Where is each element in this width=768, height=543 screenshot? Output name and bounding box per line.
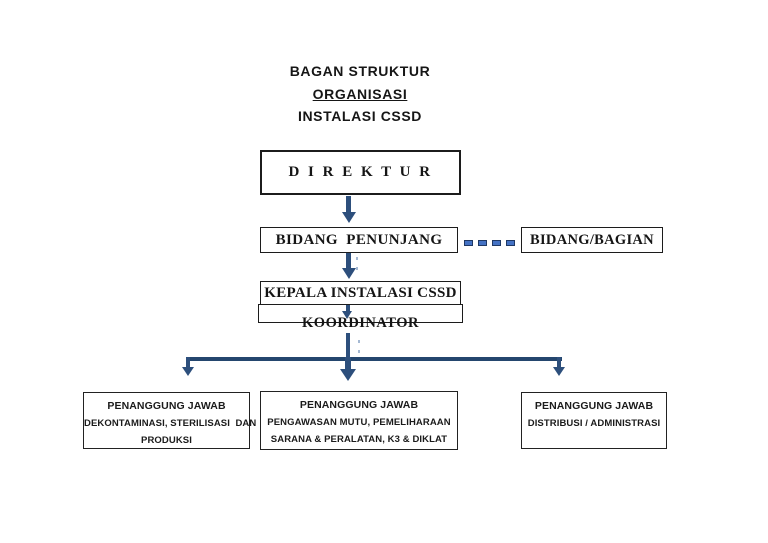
pj2-title: PENANGGUNG JAWAB <box>299 399 419 411</box>
node-pj-pengawasan-mutu: PENANGGUNG JAWAB PENGAWASAN MUTU, PEMELI… <box>260 391 458 450</box>
branch-line <box>186 357 562 361</box>
dashed-connector-segment <box>492 240 501 246</box>
arrow-down-icon <box>346 253 351 270</box>
arrow-down-icon <box>557 357 561 369</box>
title-line-1: BAGAN STRUKTUR <box>289 63 431 79</box>
node-koordinator-label: KOORDINATOR <box>302 315 419 331</box>
arrow-down-icon <box>340 369 356 381</box>
dashed-connector-segment <box>464 240 473 246</box>
node-direktur-label: D I R E K T U R <box>288 164 433 180</box>
title-line-2: ORGANISASI <box>312 85 408 102</box>
arrow-down-icon <box>346 196 351 214</box>
title-line-3: INSTALASI CSSD <box>297 108 423 124</box>
node-bidang-bagian: BIDANG/BAGIAN <box>521 227 663 253</box>
pj2-line3: SARANA & PERALATAN, K3 & DIKLAT <box>270 434 448 445</box>
dotted-mark <box>356 267 358 270</box>
node-pj-distribusi: PENANGGUNG JAWAB DISTRIBUSI / ADMINISTRA… <box>521 392 667 449</box>
pj1-line2: DEKONTAMINASI, STERILISASI DAN <box>84 418 257 429</box>
pj3-line2: DISTRIBUSI / ADMINISTRASI <box>527 418 661 429</box>
arrow-down-icon <box>345 357 351 371</box>
page-title: BAGAN STRUKTUR ORGANISASI INSTALASI CSSD <box>234 60 486 128</box>
arrow-down-icon <box>341 212 356 223</box>
pj3-title: PENANGGUNG JAWAB <box>534 400 654 412</box>
arrow-down-icon <box>346 305 350 313</box>
node-bidang-penunjang-label: BIDANG PENUNJANG <box>275 231 443 248</box>
pj1-line3: PRODUKSI <box>141 435 192 446</box>
arrow-down-icon <box>182 367 194 376</box>
dashed-connector-segment <box>478 240 487 246</box>
arrow-down-icon <box>553 367 565 376</box>
node-kepala-label: KEPALA INSTALASI CSSD <box>264 284 457 301</box>
arrow-down-icon <box>341 268 356 279</box>
node-bidang-bagian-label: BIDANG/BAGIAN <box>530 231 654 248</box>
connector-line <box>346 333 350 359</box>
pj1-title: PENANGGUNG JAWAB <box>107 400 226 412</box>
node-koordinator-box <box>258 304 463 323</box>
dotted-mark <box>358 350 360 353</box>
node-kepala-instalasi-cssd: KEPALA INSTALASI CSSD <box>260 281 461 305</box>
dotted-mark <box>358 340 360 343</box>
arrow-down-icon <box>186 357 190 369</box>
arrow-down-icon <box>342 311 352 319</box>
pj2-line2: PENGAWASAN MUTU, PEMELIHARAAN <box>267 417 451 428</box>
node-pj-dekontaminasi: PENANGGUNG JAWAB DEKONTAMINASI, STERILIS… <box>83 392 257 449</box>
node-direktur: D I R E K T U R <box>260 150 461 195</box>
dotted-mark <box>356 257 358 260</box>
dashed-connector-segment <box>506 240 515 246</box>
node-bidang-penunjang: BIDANG PENUNJANG <box>260 227 458 253</box>
